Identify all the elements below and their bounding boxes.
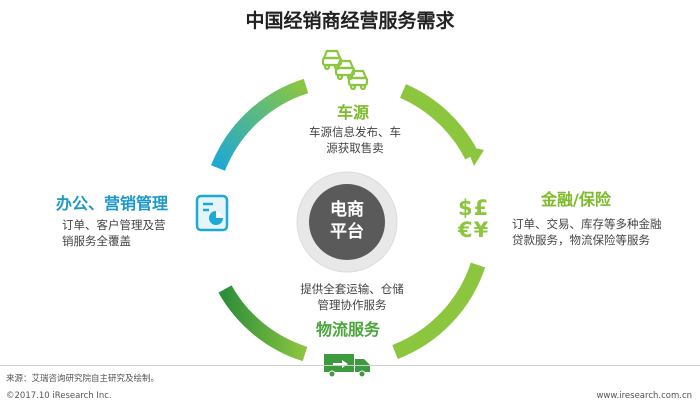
currency-icon: $£€¥	[458, 196, 490, 242]
logistics-desc-line-1: 提供全套运输、仓储	[300, 282, 404, 296]
car-source-desc-line-2: 源获取售卖	[326, 141, 384, 155]
logistics-desc-line-2: 管理协作服务	[317, 298, 387, 312]
finance-desc-line-2: 贷款服务，物流保险等服务	[512, 233, 650, 247]
office-marketing-desc: 订单、客户管理及营 销服务全覆盖	[62, 217, 192, 249]
ring-segment-left-top	[211, 78, 309, 171]
page-title: 中国经销商经营服务需求	[245, 10, 455, 32]
website: www.iresearch.com.cn	[596, 391, 692, 401]
ring-segment-bottom-left	[218, 285, 308, 362]
office-desc-line-1: 订单、客户管理及营	[62, 218, 166, 232]
center-circle	[309, 184, 385, 260]
ring-segment-right-bottom	[392, 262, 486, 360]
finance-title: 金融/保险	[541, 190, 611, 209]
center-line-2: 平台	[330, 222, 364, 242]
truck-icon	[324, 354, 370, 378]
office-desc-line-2: 销服务全覆盖	[62, 234, 131, 248]
logistics-desc: 提供全套运输、仓储 管理协作服务	[292, 281, 412, 313]
copyright: ©2017.10 iResearch Inc.	[6, 391, 112, 401]
cars-icon	[321, 49, 369, 91]
finance-desc: 订单、交易、库存等多种金融 贷款服务，物流保险等服务	[512, 216, 692, 248]
car-source-title: 车源	[336, 103, 369, 122]
footer-divider	[0, 365, 700, 366]
ring-arrow-head	[466, 146, 484, 166]
report-icon	[195, 194, 229, 232]
finance-desc-line-1: 订单、交易、库存等多种金融	[512, 217, 662, 231]
car-source-desc: 车源信息发布、车 源获取售卖	[296, 124, 414, 156]
center-label: 电商 平台	[317, 199, 377, 243]
source-note: 来源：艾瑞咨询研究院自主研究及绘制。	[6, 374, 160, 384]
office-marketing-title: 办公、营销管理	[56, 194, 169, 213]
car-source-desc-line-1: 车源信息发布、车	[309, 125, 401, 139]
logistics-title: 物流服务	[315, 320, 380, 339]
center-line-1: 电商	[330, 200, 364, 220]
